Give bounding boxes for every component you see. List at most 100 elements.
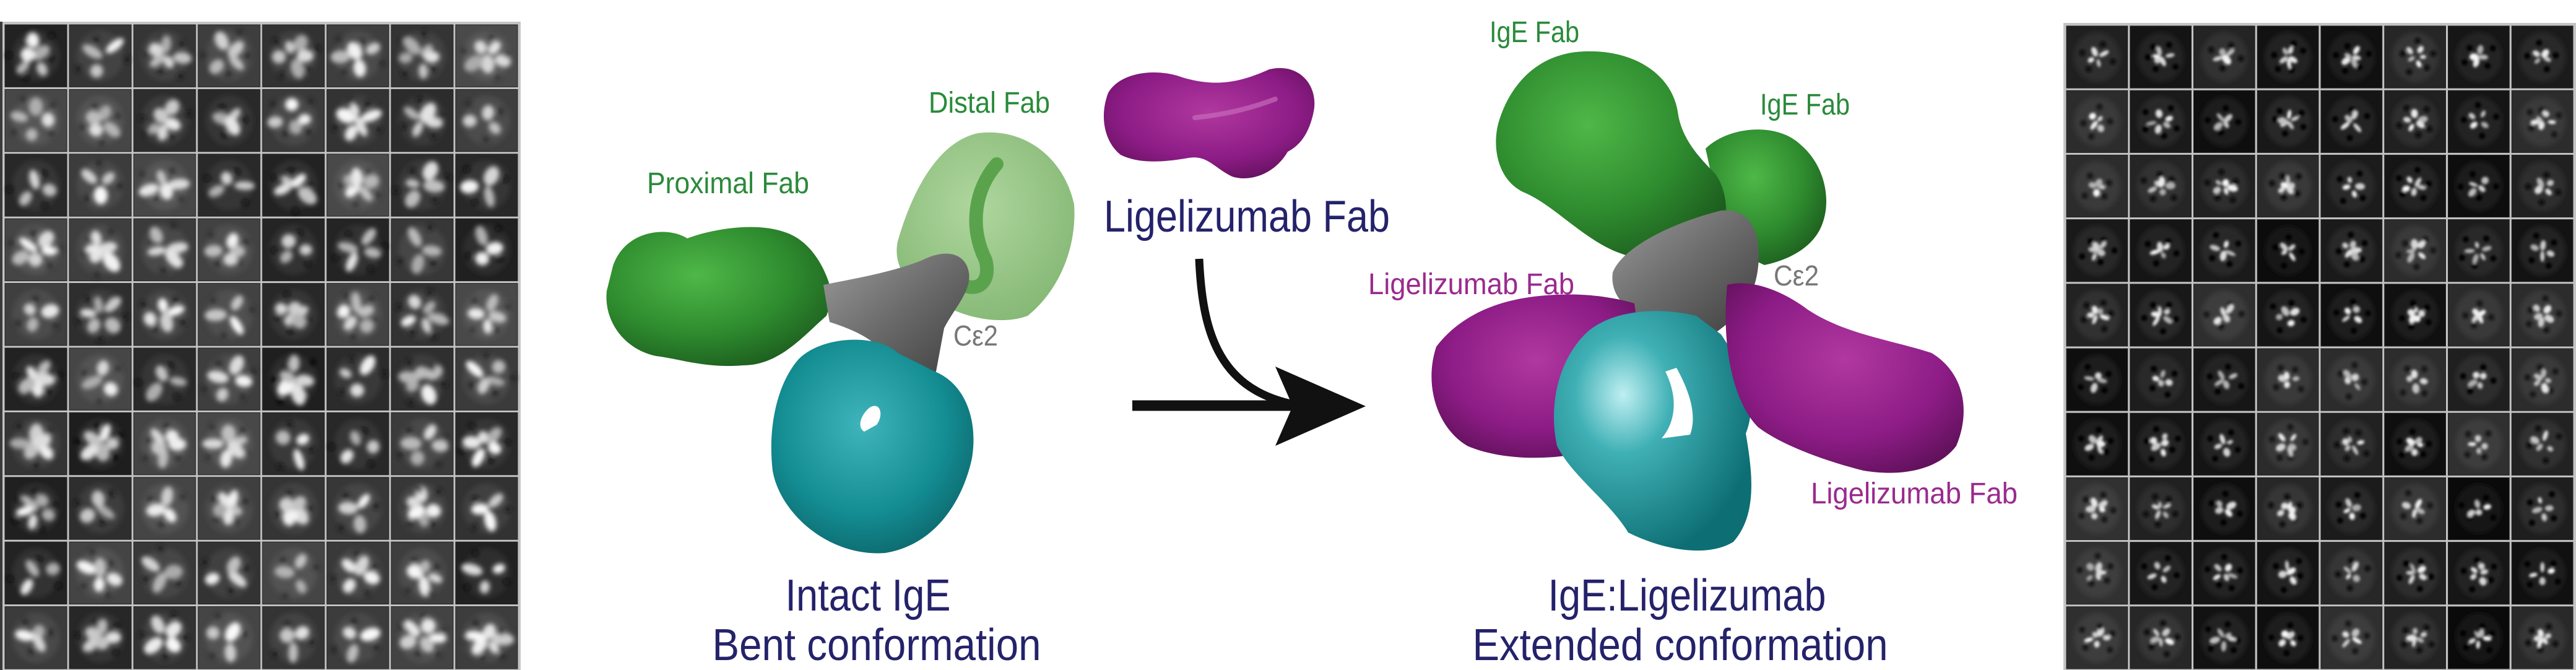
- class-average-cell: [69, 541, 132, 605]
- class-average-cell: [262, 283, 325, 346]
- class-average-cell: [2257, 348, 2319, 411]
- class-average-cell: [2320, 219, 2383, 282]
- class-average-cell: [2448, 412, 2510, 476]
- class-average-cell: [2384, 154, 2446, 218]
- class-average-cell: [2130, 25, 2192, 89]
- class-average-cell: [2511, 606, 2574, 669]
- class-average-cell: [2384, 25, 2446, 89]
- class-average-cell: [326, 477, 389, 540]
- class-average-cell: [2193, 348, 2255, 411]
- class-average-cell: [2066, 90, 2128, 153]
- arrowhead-icon: [1275, 367, 1366, 446]
- class-average-cell: [2384, 477, 2446, 541]
- intact-ige-model: Proximal Fab Distal Fab Cε2 Intact IgE B…: [606, 87, 1075, 670]
- proximal-fab-label: Proximal Fab: [647, 167, 809, 200]
- class-average-cell: [2448, 25, 2510, 89]
- class-average-cell: [391, 347, 454, 411]
- class-average-cell: [2448, 284, 2510, 347]
- class-average-cell: [2193, 606, 2255, 669]
- ige-ligelizumab-complex-model: IgE Fab IgE Fab Ligelizumab Fab Cε2 Lige…: [1368, 16, 2018, 670]
- class-average-cell: [455, 541, 518, 605]
- class-average-cell: [4, 218, 67, 282]
- class-average-cell: [2130, 154, 2192, 218]
- class-average-cell: [69, 283, 132, 346]
- class-average-cell: [2130, 542, 2192, 605]
- class-average-cell: [2448, 154, 2510, 218]
- class-average-cell: [326, 412, 389, 476]
- left-class-averages-grid: [0, 22, 521, 670]
- class-average-cell: [69, 477, 132, 540]
- class-average-cell: [2130, 477, 2192, 541]
- distal-fab-ridge: [959, 157, 1004, 294]
- class-average-cell: [2320, 606, 2383, 669]
- class-average-cell: [2257, 25, 2319, 89]
- class-average-cell: [2130, 606, 2192, 669]
- class-average-cell: [2448, 219, 2510, 282]
- class-average-cell: [2066, 477, 2128, 541]
- class-average-cell: [326, 283, 389, 346]
- class-average-cell: [197, 89, 261, 152]
- class-average-cell: [455, 347, 518, 411]
- class-average-cell: [69, 218, 132, 282]
- curved-arrow-shaft: [1195, 258, 1292, 408]
- class-average-cell: [2320, 284, 2383, 347]
- complex-ce2-label: Cε2: [1774, 259, 1819, 292]
- class-average-cell: [2066, 412, 2128, 476]
- ligelizumab-fab-density: [1103, 67, 1315, 179]
- class-average-cell: [2384, 90, 2446, 153]
- complex-title-line1: IgE:Ligelizumab: [1548, 571, 1826, 620]
- class-average-cell: [2193, 477, 2255, 541]
- class-average-cell: [2130, 284, 2192, 347]
- class-average-cell: [197, 606, 261, 669]
- class-average-cell: [455, 477, 518, 540]
- class-average-cell: [262, 606, 325, 669]
- class-average-cell: [197, 24, 261, 87]
- class-average-cell: [4, 283, 67, 346]
- class-average-cell: [133, 154, 196, 217]
- class-average-cell: [133, 89, 196, 152]
- class-average-cell: [455, 218, 518, 282]
- class-average-cell: [326, 89, 389, 152]
- class-average-cell: [4, 412, 67, 476]
- class-average-cell: [4, 89, 67, 152]
- class-average-cell: [4, 154, 67, 217]
- class-average-cell: [326, 218, 389, 282]
- class-average-cell: [262, 477, 325, 540]
- ce2-density: [823, 253, 969, 378]
- class-average-cell: [69, 347, 132, 411]
- class-average-cell: [197, 541, 261, 605]
- class-average-cell: [2257, 90, 2319, 153]
- ligelizumab-fab-highlight: [1192, 97, 1278, 120]
- class-average-cell: [69, 154, 132, 217]
- class-average-cell: [2511, 542, 2574, 605]
- class-average-cell: [2511, 219, 2574, 282]
- class-average-cell: [2257, 154, 2319, 218]
- class-average-cell: [391, 218, 454, 282]
- class-average-cell: [2320, 412, 2383, 476]
- class-average-cell: [69, 412, 132, 476]
- class-average-cell: [2066, 25, 2128, 89]
- class-average-cell: [2130, 90, 2192, 153]
- class-average-cell: [391, 477, 454, 540]
- ige-fab-2-label: IgE Fab: [1760, 89, 1850, 121]
- ige-fab-1-label: IgE Fab: [1490, 16, 1579, 49]
- class-average-cell: [2384, 219, 2446, 282]
- ligelizumab-fab-left-label: Ligelizumab Fab: [1368, 268, 1574, 301]
- class-average-cell: [4, 24, 67, 87]
- class-average-cell: [2511, 284, 2574, 347]
- class-average-cell: [2130, 219, 2192, 282]
- class-average-cell: [197, 283, 261, 346]
- class-average-cell: [2511, 25, 2574, 89]
- class-average-cell: [2448, 90, 2510, 153]
- complex-title-line2: Extended conformation: [1473, 620, 1888, 670]
- class-average-cell: [2320, 348, 2383, 411]
- class-average-cell: [326, 154, 389, 217]
- class-average-cell: [69, 606, 132, 669]
- class-average-cell: [262, 412, 325, 476]
- class-average-cell: [2320, 154, 2383, 218]
- class-average-cell: [262, 89, 325, 152]
- ligelizumab-fab-label: Ligelizumab Fab: [1104, 192, 1390, 241]
- class-average-cell: [455, 283, 518, 346]
- class-average-cell: [133, 347, 196, 411]
